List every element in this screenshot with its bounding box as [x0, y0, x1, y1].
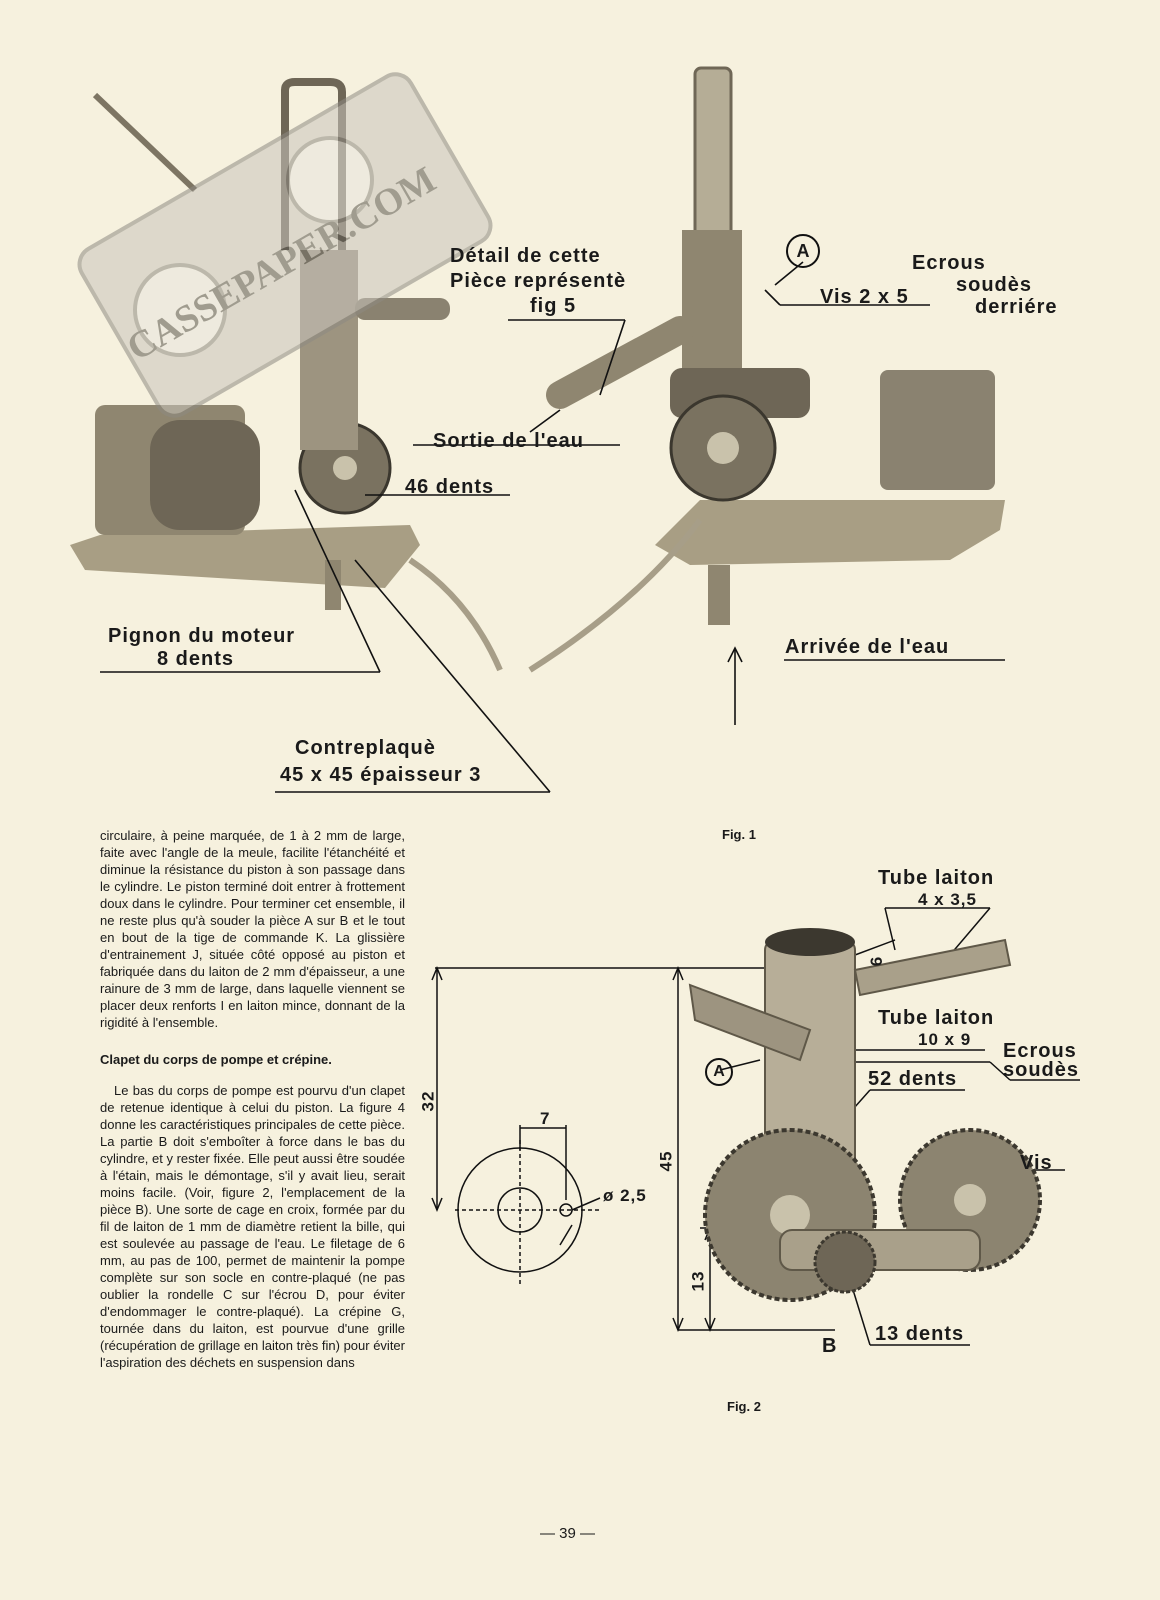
- label-detail-1: Détail de cette: [450, 245, 601, 267]
- left-pump-photo: [70, 78, 503, 672]
- label-pignon-1: Pignon du moteur: [108, 625, 296, 647]
- circle-a-fig1: A: [786, 234, 820, 268]
- label-diameter: ø 2,5: [603, 1186, 647, 1205]
- fig2-caption: Fig. 2: [727, 1399, 761, 1414]
- label-arrivee: Arrivée de l'eau: [785, 636, 950, 658]
- circle-a-fig2: A: [705, 1058, 733, 1086]
- label-vis-fig1: Vis 2 x 5: [820, 286, 909, 308]
- label-b: B: [822, 1335, 838, 1357]
- fig2-dimensions: [431, 907, 1080, 1346]
- label-dim-7: 7: [540, 1109, 551, 1128]
- label-52-dents: 52 dents: [868, 1068, 958, 1090]
- page-number: — 39 —: [540, 1525, 596, 1542]
- label-tube1-1: Tube laiton: [878, 867, 995, 889]
- fig1-illustrations: CASSEPAPER.COM: [70, 66, 1005, 793]
- paragraph-1: circulaire, à peine marquée, de 1 à 2 mm…: [100, 828, 405, 1030]
- label-sortie: Sortie de l'eau: [433, 430, 584, 452]
- label-tube2-1: Tube laiton: [878, 1007, 995, 1029]
- label-dim-13: 13: [688, 1270, 708, 1292]
- text-column: circulaire, à peine marquée, de 1 à 2 mm…: [100, 827, 405, 1371]
- label-pignon-2: 8 dents: [157, 648, 235, 670]
- paragraph-2: Le bas du corps de pompe est pourvu d'un…: [100, 1083, 405, 1370]
- fig2-pump-photo: [688, 928, 1042, 1302]
- label-vis-fig2: Vis: [1020, 1152, 1053, 1174]
- label-ecrous-2: soudès: [956, 274, 1033, 296]
- right-pump-photo: [528, 66, 1005, 673]
- label-ecrous-1: Ecrous: [912, 252, 986, 274]
- fig1-leader-lines: [100, 261, 1005, 793]
- label-detail-3: fig 5: [530, 295, 577, 317]
- label-tube2-2: 10 x 9: [918, 1030, 972, 1049]
- section-heading: Clapet du corps de pompe et crépine.: [100, 1052, 332, 1067]
- fig1-caption: Fig. 1: [722, 827, 756, 842]
- label-ecrous2-2: soudès: [1003, 1059, 1080, 1081]
- label-ecrous-3: derriére: [975, 296, 1058, 318]
- label-detail-2: Pièce représentè: [450, 270, 627, 292]
- label-contre-1: Contreplaquè: [295, 737, 436, 759]
- label-dim-32: 32: [418, 1090, 438, 1112]
- label-dim-45: 45: [656, 1150, 676, 1172]
- label-ecrous2-1: Ecrous: [1003, 1040, 1077, 1062]
- label-contre-2: 45 x 45 épaisseur 3: [280, 764, 482, 786]
- label-tube1-2: 4 x 3,5: [918, 890, 977, 909]
- disc-drawing: [455, 1125, 601, 1285]
- label-13-dents: 13 dents: [875, 1323, 965, 1345]
- label-dim-6: 6: [867, 955, 887, 967]
- label-46-dents: 46 dents: [405, 476, 495, 498]
